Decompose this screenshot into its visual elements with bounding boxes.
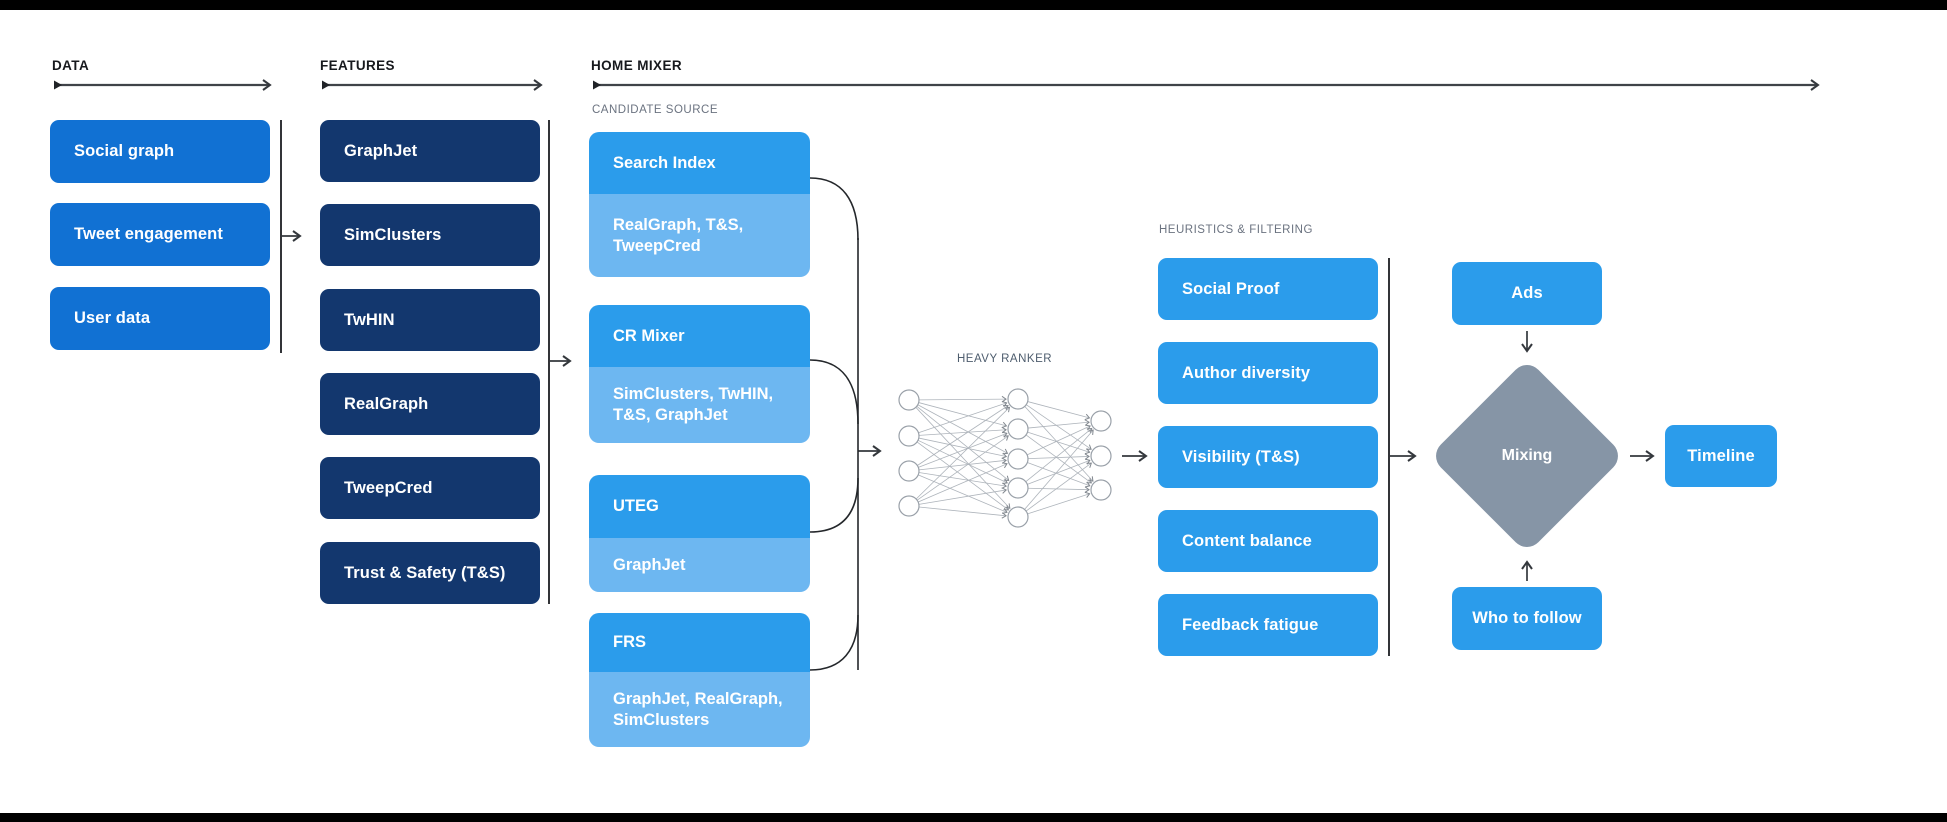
- candidate-features: SimClusters, TwHIN, T&S, GraphJet: [589, 367, 810, 443]
- label-heuristics-filtering: HEURISTICS & FILTERING: [1159, 224, 1313, 236]
- candidate-name: FRS: [589, 613, 810, 672]
- node-realgraph: RealGraph: [320, 373, 540, 435]
- node-tweepcred: TweepCred: [320, 457, 540, 519]
- candidate-features: RealGraph, T&S, TweepCred: [589, 194, 810, 277]
- header-features: FEATURES: [320, 58, 395, 73]
- node-ads: Ads: [1452, 262, 1602, 325]
- node-simclusters: SimClusters: [320, 204, 540, 266]
- candidate-name: CR Mixer: [589, 305, 810, 367]
- label-candidate-source: CANDIDATE SOURCE: [592, 104, 718, 116]
- node-visibility: Visibility (T&S): [1158, 426, 1378, 488]
- letterbox-top: [0, 0, 1947, 10]
- node-frs: FRS GraphJet, RealGraph, SimClusters: [589, 613, 810, 747]
- node-timeline: Timeline: [1665, 425, 1777, 487]
- node-who-to-follow: Who to follow: [1452, 587, 1602, 650]
- node-feedback-fatigue: Feedback fatigue: [1158, 594, 1378, 656]
- node-user-data: User data: [50, 287, 270, 350]
- candidate-features: GraphJet, RealGraph, SimClusters: [589, 672, 810, 747]
- candidate-name: Search Index: [589, 132, 810, 194]
- letterbox-bottom: [0, 813, 1947, 822]
- header-data: DATA: [52, 58, 90, 73]
- candidate-merge-connectors: [809, 177, 859, 671]
- node-social-proof: Social Proof: [1158, 258, 1378, 320]
- node-social-graph: Social graph: [50, 120, 270, 183]
- label-heavy-ranker: HEAVY RANKER: [957, 353, 1053, 365]
- candidate-name: UTEG: [589, 475, 810, 538]
- header-home-mixer: HOME MIXER: [591, 58, 683, 73]
- node-cr-mixer: CR Mixer SimClusters, TwHIN, T&S, GraphJ…: [589, 305, 810, 443]
- node-author-diversity: Author diversity: [1158, 342, 1378, 404]
- node-uteg: UTEG GraphJet: [589, 475, 810, 592]
- mixing-label: Mixing: [1501, 447, 1553, 464]
- node-graphjet: GraphJet: [320, 120, 540, 182]
- node-twhin: TwHIN: [320, 289, 540, 351]
- neural-network-graphic: [898, 388, 1112, 528]
- node-trust-safety: Trust & Safety (T&S): [320, 542, 540, 604]
- node-content-balance: Content balance: [1158, 510, 1378, 572]
- node-tweet-engagement: Tweet engagement: [50, 203, 270, 266]
- node-search-index: Search Index RealGraph, T&S, TweepCred: [589, 132, 810, 277]
- candidate-features: GraphJet: [589, 538, 810, 592]
